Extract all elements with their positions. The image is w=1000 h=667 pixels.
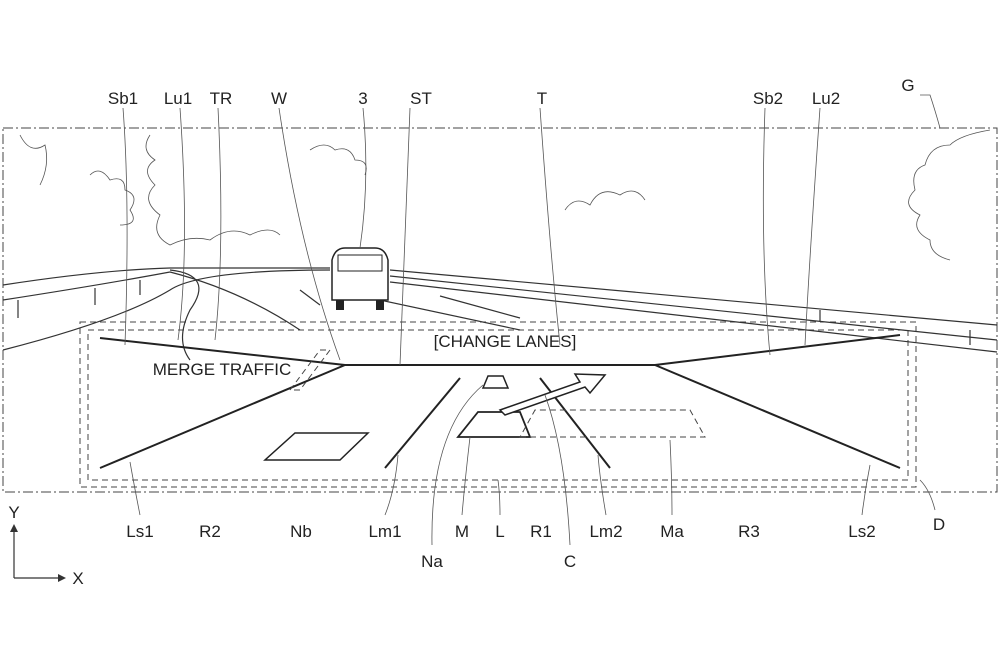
axis-y-label: Y — [8, 503, 19, 522]
axis-indicator: Y X — [8, 503, 83, 588]
sideband-sb2 — [654, 334, 901, 366]
label-na: Na — [421, 552, 443, 571]
lane-line-ls1 — [99, 364, 346, 469]
marker-nb — [263, 432, 370, 461]
merge-traffic-text: MERGE TRAFFIC — [153, 360, 292, 379]
label-l: L — [495, 522, 504, 541]
label-ls1: Ls1 — [126, 522, 153, 541]
label-lu1: Lu1 — [164, 89, 192, 108]
lane-line-lm1 — [384, 377, 461, 469]
label-r1: R1 — [530, 522, 552, 541]
label-tr: TR — [210, 89, 233, 108]
label-d: D — [933, 515, 945, 534]
label-sb2: Sb2 — [753, 89, 783, 108]
label-r2: R2 — [199, 522, 221, 541]
sideband-sb1 — [99, 337, 346, 366]
clouds — [19, 129, 991, 261]
label-r3: R3 — [738, 522, 760, 541]
label-w: W — [271, 89, 287, 108]
leader-lines — [122, 94, 941, 546]
label-st: ST — [410, 89, 432, 108]
label-3: 3 — [358, 89, 367, 108]
display-area-inner — [87, 329, 909, 481]
marker-na — [481, 375, 510, 389]
change-lanes-text: [CHANGE LANES] — [434, 332, 577, 351]
label-lm2: Lm2 — [589, 522, 622, 541]
lane-line-ls2 — [654, 364, 901, 469]
lane-line-lm2 — [539, 377, 611, 469]
label-ls2: Ls2 — [848, 522, 875, 541]
label-g: G — [901, 76, 914, 95]
lane-change-arrow-c — [498, 373, 607, 416]
label-m: M — [455, 522, 469, 541]
label-nb: Nb — [290, 522, 312, 541]
label-sb1: Sb1 — [108, 89, 138, 108]
label-lm1: Lm1 — [368, 522, 401, 541]
axis-x-label: X — [72, 569, 83, 588]
label-c: C — [564, 552, 576, 571]
preceding-vehicle-3 — [331, 247, 389, 310]
label-ma: Ma — [660, 522, 684, 541]
label-t: T — [537, 89, 547, 108]
display-content — [99, 334, 901, 469]
guard-rails — [2, 267, 998, 353]
screen-frame-g — [2, 127, 998, 493]
marker-ma — [519, 409, 706, 438]
marker-m — [456, 411, 532, 438]
label-lu2: Lu2 — [812, 89, 840, 108]
